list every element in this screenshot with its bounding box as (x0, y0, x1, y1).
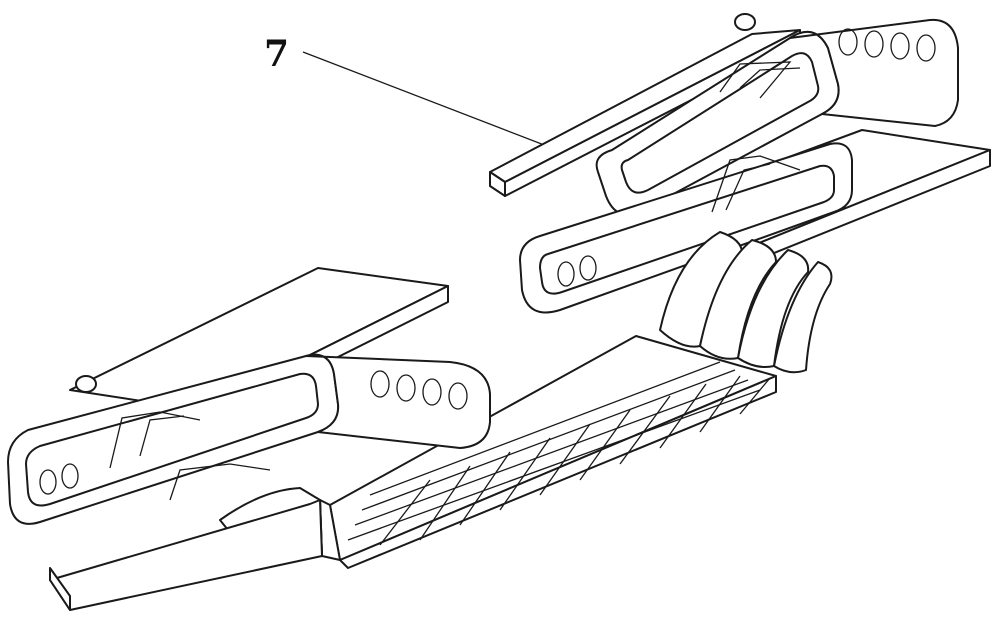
upper-arches (659, 231, 833, 374)
upper-hole-4 (916, 34, 936, 62)
lower-inner-hole-2 (61, 463, 79, 489)
lower-hole-4 (448, 382, 468, 410)
lower-front-plate (49, 499, 323, 611)
grid-module (319, 335, 777, 569)
lower-left-assembly (7, 267, 491, 611)
lower-inner-hole-1 (39, 469, 57, 495)
grid-cells (347, 361, 771, 546)
upper-hole-2 (864, 30, 884, 58)
upper-hole-3 (890, 32, 910, 60)
lower-knob (75, 375, 97, 393)
upper-right-assembly (489, 13, 991, 374)
upper-front-hole-2 (579, 255, 597, 281)
lower-hole-2 (396, 374, 416, 402)
upper-front-hole-1 (557, 261, 575, 287)
upper-front-loop (519, 142, 853, 314)
lower-hole-1 (370, 370, 390, 398)
leader-line-7 (302, 51, 579, 159)
lower-loop (7, 353, 491, 525)
callout-label-7: 7 (264, 33, 289, 75)
lower-hole-3 (422, 378, 442, 406)
upper-knob (734, 13, 756, 31)
upper-hole-1 (838, 28, 858, 56)
upper-back-loop (595, 18, 959, 216)
